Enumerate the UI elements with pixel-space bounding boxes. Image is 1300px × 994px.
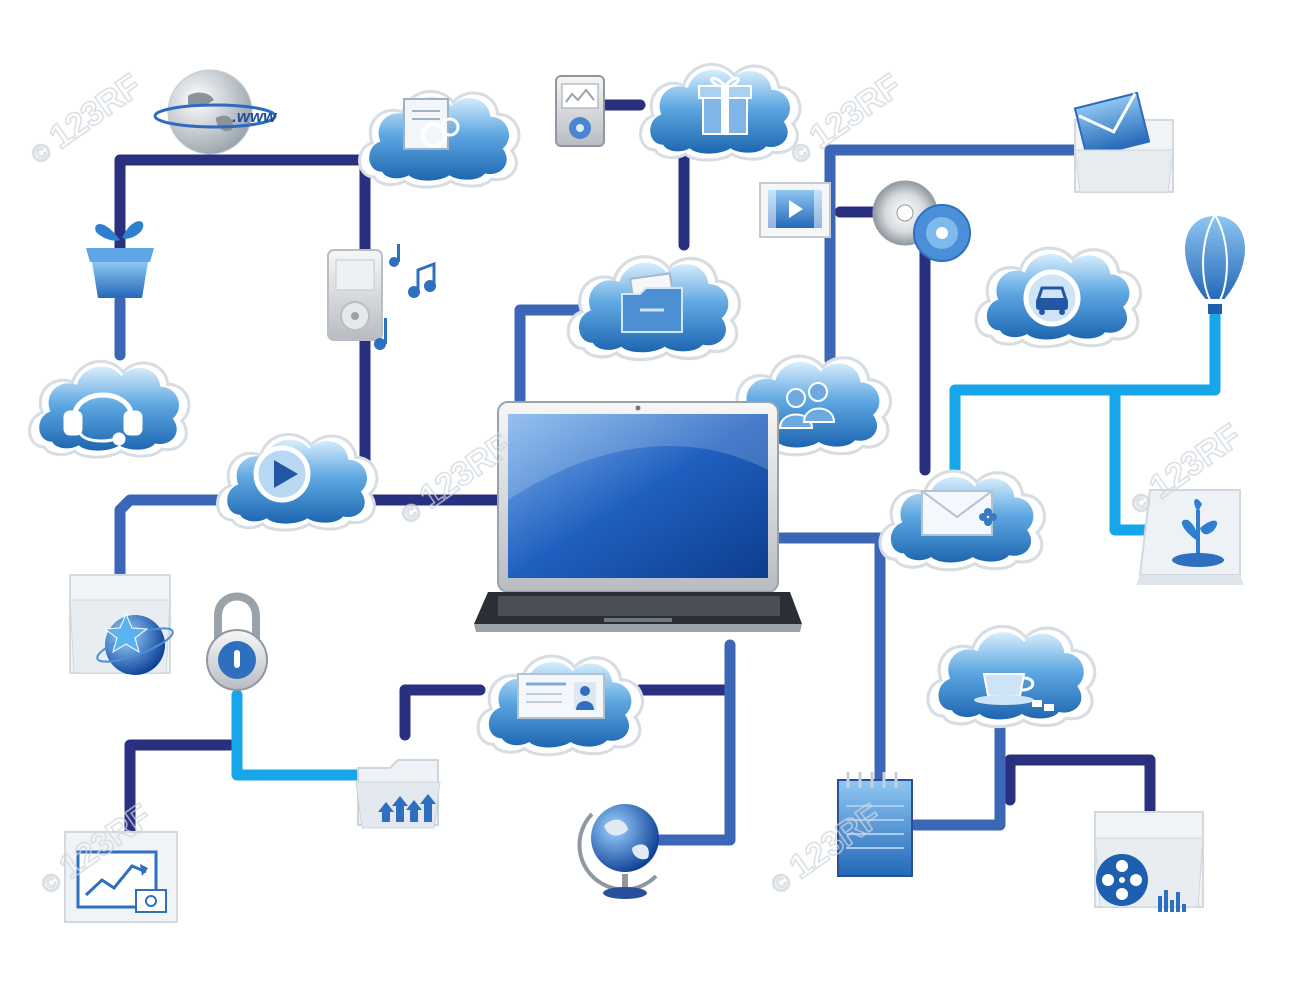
- folder-icon: [621, 272, 683, 333]
- cloud-gift[interactable]: [639, 62, 802, 162]
- pipe-play-to-folder: [114, 494, 231, 586]
- pipe-balloon: [949, 309, 1221, 476]
- pipe-padlock-to-folder: [231, 689, 371, 781]
- pipe-laptop-to-notepad: [769, 532, 886, 786]
- gift-icon: [698, 76, 752, 135]
- cloud-documents[interactable]: [358, 89, 521, 189]
- cloud-coffee[interactable]: [926, 624, 1097, 729]
- document-gears-icon: [403, 98, 460, 150]
- pipe-laptop-to-folder-cloud: [514, 304, 586, 406]
- connector-pipes: [114, 99, 1221, 846]
- watermark-text: 123RF: [803, 67, 908, 157]
- film-reel-folder-icon[interactable]: [1094, 811, 1204, 912]
- globe-www-icon[interactable]: .www: [153, 69, 278, 155]
- pipe-plant-card: [1109, 384, 1156, 536]
- contact-card-icon: [517, 673, 605, 719]
- cloud-contact-card[interactable]: [476, 654, 645, 757]
- watermark-copyright: ©: [37, 867, 67, 899]
- users-icon: [778, 382, 836, 429]
- music-player-icon[interactable]: [327, 244, 436, 350]
- watermark-copyright: ©: [767, 867, 797, 899]
- desk-globe-icon[interactable]: [577, 804, 659, 899]
- pipe-globe-to-docs: [114, 154, 371, 264]
- coffee-cup-icon: [974, 673, 1054, 711]
- cloud-play[interactable]: [216, 432, 379, 532]
- plant-card-icon[interactable]: [1136, 489, 1244, 585]
- chart-card-icon[interactable]: [64, 831, 178, 923]
- envelope-icon: [921, 490, 997, 536]
- ipod-icon[interactable]: [555, 75, 605, 147]
- cloud-headset[interactable]: [28, 359, 191, 459]
- folder-star-globe-icon[interactable]: [69, 574, 176, 675]
- cd-disc-icon[interactable]: [872, 180, 971, 262]
- laptop-icon[interactable]: [474, 401, 802, 632]
- headset-icon: [63, 392, 143, 446]
- pipe-chart: [124, 739, 236, 836]
- cloud-envelope[interactable]: [878, 469, 1047, 572]
- cloud-folder[interactable]: [566, 255, 742, 362]
- hot-air-balloon-icon[interactable]: [1183, 213, 1247, 314]
- car-icon: [1023, 269, 1081, 327]
- www-label: .www: [232, 107, 278, 126]
- pipe-contact-to-laptop: [399, 684, 486, 741]
- pipe-laptop-to-globe: [654, 639, 736, 846]
- clouds: [28, 62, 1143, 757]
- watermark-text: 123RF: [43, 67, 148, 157]
- plant-pot-icon[interactable]: [86, 221, 154, 298]
- notepad-icon[interactable]: [837, 772, 913, 877]
- pipe-mail-folder: [824, 144, 1081, 366]
- video-frame-icon[interactable]: [759, 182, 831, 238]
- pipe-film: [1004, 754, 1156, 826]
- mail-folder-icon[interactable]: [1073, 91, 1174, 193]
- watermark-copyright: ©: [27, 137, 57, 169]
- play-icon: [253, 445, 311, 503]
- cloud-users[interactable]: [724, 354, 893, 457]
- music-notes-icon: [374, 244, 436, 350]
- pipe-notepad-to-coffee: [909, 714, 1006, 831]
- folder-arrows-icon[interactable]: [355, 759, 441, 829]
- padlock-icon[interactable]: [206, 592, 268, 691]
- cloud-car[interactable]: [974, 246, 1143, 349]
